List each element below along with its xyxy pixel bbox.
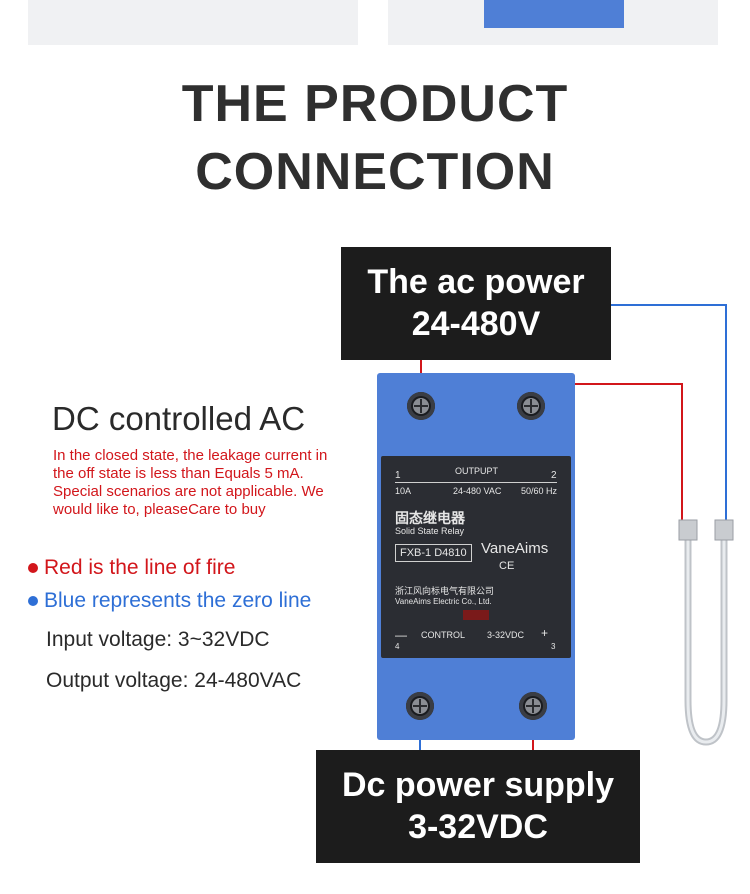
red-dot-icon	[28, 563, 38, 574]
relay-terminal-2: 2	[551, 470, 557, 481]
dc-power-label: Dc power supply 3-32VDC	[316, 750, 640, 863]
relay-brand: VaneAims	[481, 540, 549, 557]
heating-element-icon	[678, 519, 734, 746]
terminal-screw-4	[406, 692, 434, 720]
relay-label: 1 2 OUTPUPT 10A 24-480 VAC 50/60 Hz 固态继电…	[381, 456, 571, 658]
screw-icon	[523, 398, 539, 414]
ac-power-voltage: 24-480V	[411, 305, 541, 343]
terminal-screw-2	[517, 392, 545, 420]
relay-model: FXB-1 D4810	[395, 544, 472, 562]
terminal-screw-3	[519, 692, 547, 720]
legend-blue: Blue represents the zero line	[28, 589, 311, 613]
legend-blue-text: Blue represents the zero line	[44, 589, 312, 612]
relay-frequency: 50/60 Hz	[521, 486, 558, 496]
ac-power-label: The ac power 24-480V	[341, 247, 611, 360]
ac-power-title: The ac power	[367, 263, 585, 301]
description-body: In the closed state, the leakage current…	[53, 447, 328, 518]
terminal-screw-1	[407, 392, 435, 420]
screw-icon	[412, 698, 428, 714]
dc-power-voltage: 3-32VDC	[408, 808, 548, 846]
relay-front-panel	[381, 456, 571, 658]
legend-red-text: Red is the line of fire	[44, 556, 236, 579]
output-voltage-spec: Output voltage: 24-480VAC	[46, 669, 302, 692]
product-thumbnail-right	[388, 0, 718, 45]
heading-line-1: THE PRODUCT	[181, 75, 569, 133]
status-led	[463, 610, 489, 620]
dc-power-title: Dc power supply	[341, 766, 615, 804]
heading-line-2: CONNECTION	[195, 143, 555, 201]
relay-cn-name: 固态继电器	[395, 510, 465, 526]
relay-plus: +	[541, 626, 549, 640]
relay-control-label: CONTROL	[421, 630, 466, 640]
input-voltage-spec: Input voltage: 3~32VDC	[46, 628, 270, 651]
relay-minus: —	[395, 628, 407, 642]
relay-terminal-3: 3	[551, 642, 556, 651]
relay-control-range: 3-32VDC	[487, 630, 525, 640]
legend-red: Red is the line of fire	[28, 556, 235, 580]
relay-en-company: VaneAims Electric Co., Ltd.	[395, 597, 492, 606]
relay-cert: CE	[499, 560, 515, 572]
relay-en-name: Solid State Relay	[395, 526, 465, 536]
product-thumbnail-left	[28, 0, 358, 45]
blue-dot-icon	[28, 596, 38, 607]
relay-terminal-4: 4	[395, 642, 400, 651]
blue-wire-ac	[611, 304, 727, 525]
screw-icon	[413, 398, 429, 414]
screw-icon	[525, 698, 541, 714]
relay-terminal-1: 1	[395, 470, 401, 481]
relay-cn-company: 浙江风向标电气有限公司	[395, 586, 495, 596]
relay-output-range: 24-480 VAC	[453, 486, 502, 496]
relay-current: 10A	[395, 486, 412, 496]
description-title: DC controlled AC	[52, 400, 306, 437]
relay-output-label: OUTPUPT	[455, 466, 499, 476]
